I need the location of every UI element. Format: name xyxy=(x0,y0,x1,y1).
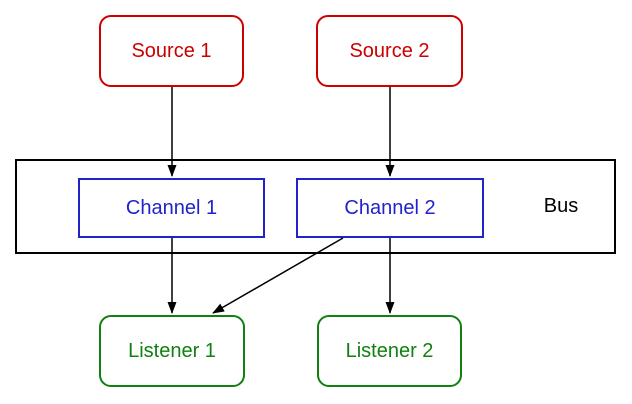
node-source-1-label: Source 1 xyxy=(131,39,212,62)
node-channel-2-label: Channel 2 xyxy=(344,196,436,219)
node-listener-2: Listener 2 xyxy=(317,315,462,387)
node-channel-1-label: Channel 1 xyxy=(125,196,218,219)
node-listener-1-label: Listener 1 xyxy=(128,339,216,362)
node-listener-1: Listener 1 xyxy=(99,315,245,387)
node-listener-2-label: Listener 2 xyxy=(345,339,434,362)
node-source-2: Source 2 xyxy=(316,15,463,87)
node-source-1: Source 1 xyxy=(99,15,244,87)
node-channel-2: Channel 2 xyxy=(296,178,484,238)
bus-label: Bus xyxy=(543,195,579,217)
node-channel-1: Channel 1 xyxy=(78,178,265,238)
node-source-2-label: Source 2 xyxy=(349,39,430,62)
